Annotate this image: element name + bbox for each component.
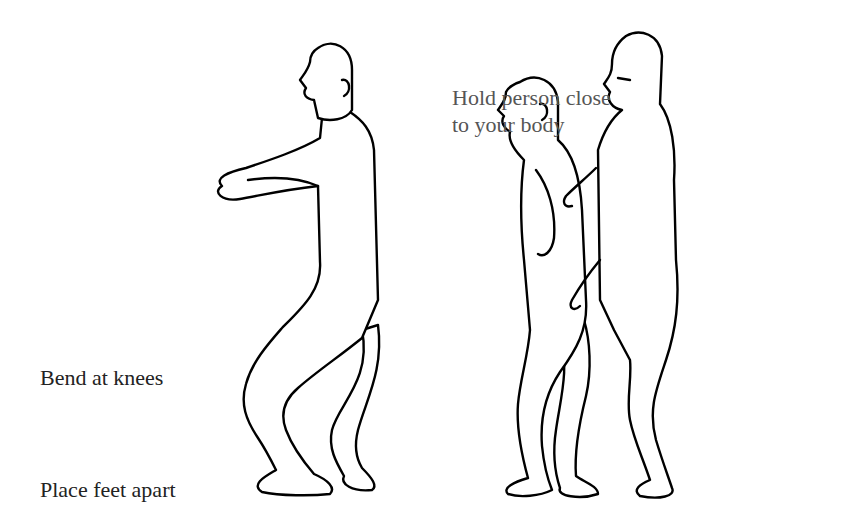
person-figure: [498, 78, 600, 497]
instruction-note: Hold person close to your body: [452, 84, 632, 138]
instruction-note: Bend at knees: [40, 364, 260, 391]
instruction-note: Place feet apart: [40, 476, 280, 503]
squatting-figure: [218, 44, 379, 496]
